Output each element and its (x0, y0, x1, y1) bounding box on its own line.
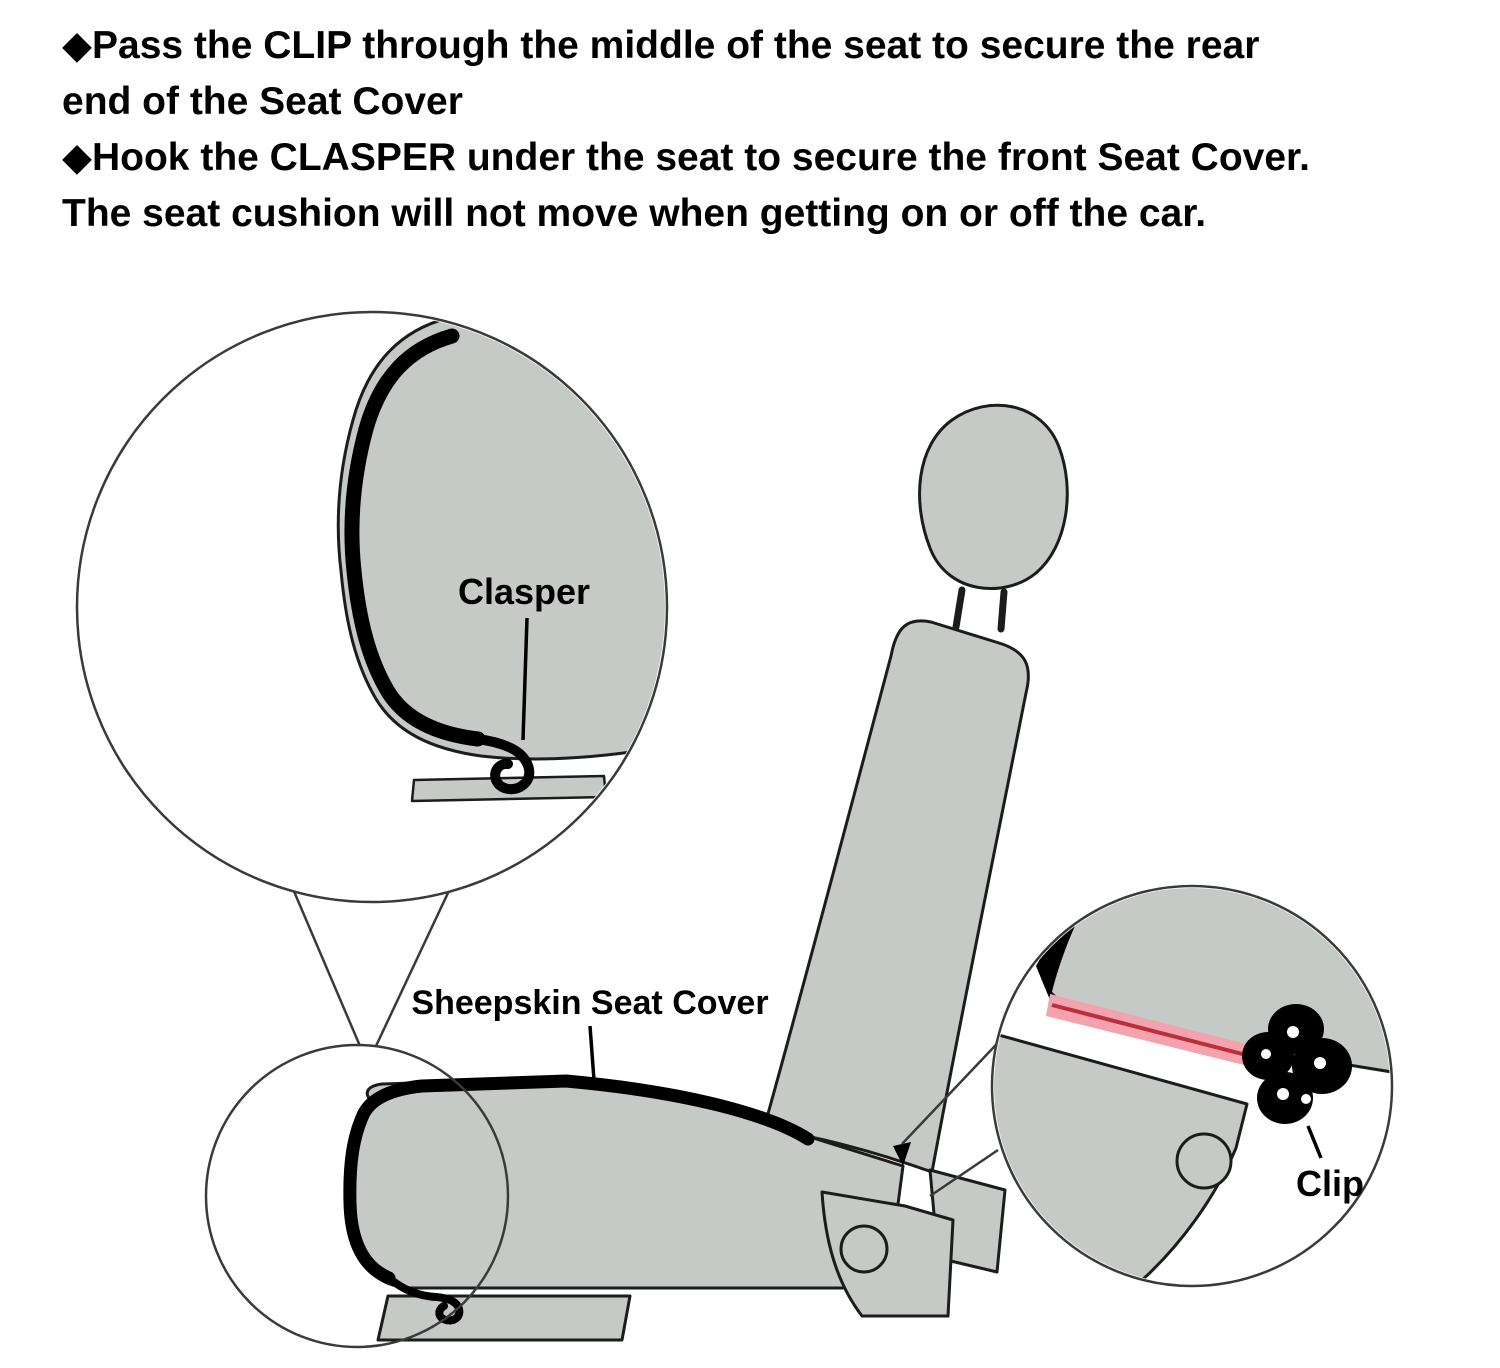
clasper-label: Clasper (458, 571, 590, 612)
zoom-base-pivot-bolt (1175, 1132, 1233, 1190)
zoom-cover-trim (344, 328, 486, 747)
headrest (918, 403, 1069, 591)
instruction-line: end of the Seat Cover (62, 74, 1472, 130)
instruction-text: The seat cushion will not move when gett… (62, 192, 1207, 235)
clasper-lens-connector-lines (288, 877, 457, 1047)
front-hook-lens-circle (204, 1043, 510, 1349)
instruction-text-block: ◆Pass the CLIP through the middle of the… (62, 18, 1472, 242)
clip-strap-stripe (1051, 1003, 1255, 1059)
instruction-text: end of the Seat Cover (62, 80, 463, 123)
seat-cover-leader-line (588, 1025, 596, 1081)
instruction-text: Hook the CLASPER under the seat to secur… (92, 136, 1310, 179)
clip-lens-connector-lines (901, 1029, 1011, 1198)
seat-cover-trim (343, 1074, 815, 1285)
instruction-line: ◆Pass the CLIP through the middle of the… (62, 18, 1472, 74)
instruction-line: The seat cushion will not move when gett… (62, 186, 1472, 242)
clip-detail-lens: Clip (990, 884, 1394, 1288)
clip-holes (1261, 1026, 1326, 1104)
seat-back (762, 619, 1030, 1174)
bullet-icon: ◆ (62, 136, 92, 179)
headrest-posts (952, 586, 1008, 633)
bullet-icon: ◆ (62, 24, 92, 67)
zoom-seat-cushion-corner (336, 314, 665, 761)
clasper-hook-icon (473, 734, 535, 795)
clasper-detail-lens: Clasper (75, 310, 669, 904)
instruction-line: ◆Hook the CLASPER under the seat to secu… (62, 130, 1472, 186)
rear-clip-marker (893, 1142, 911, 1166)
seat-cover-label: Sheepskin Seat Cover (411, 984, 768, 1022)
instruction-text: Pass the CLIP through the middle of the … (92, 24, 1260, 67)
seat-rail (376, 1294, 632, 1342)
clip-leader-line (1306, 1125, 1323, 1159)
car-seat-illustration (343, 403, 1069, 1342)
clasper-leader-line (521, 617, 529, 741)
clip-label: Clip (1296, 1163, 1364, 1204)
bracket-pivot-bolt (839, 1224, 889, 1274)
